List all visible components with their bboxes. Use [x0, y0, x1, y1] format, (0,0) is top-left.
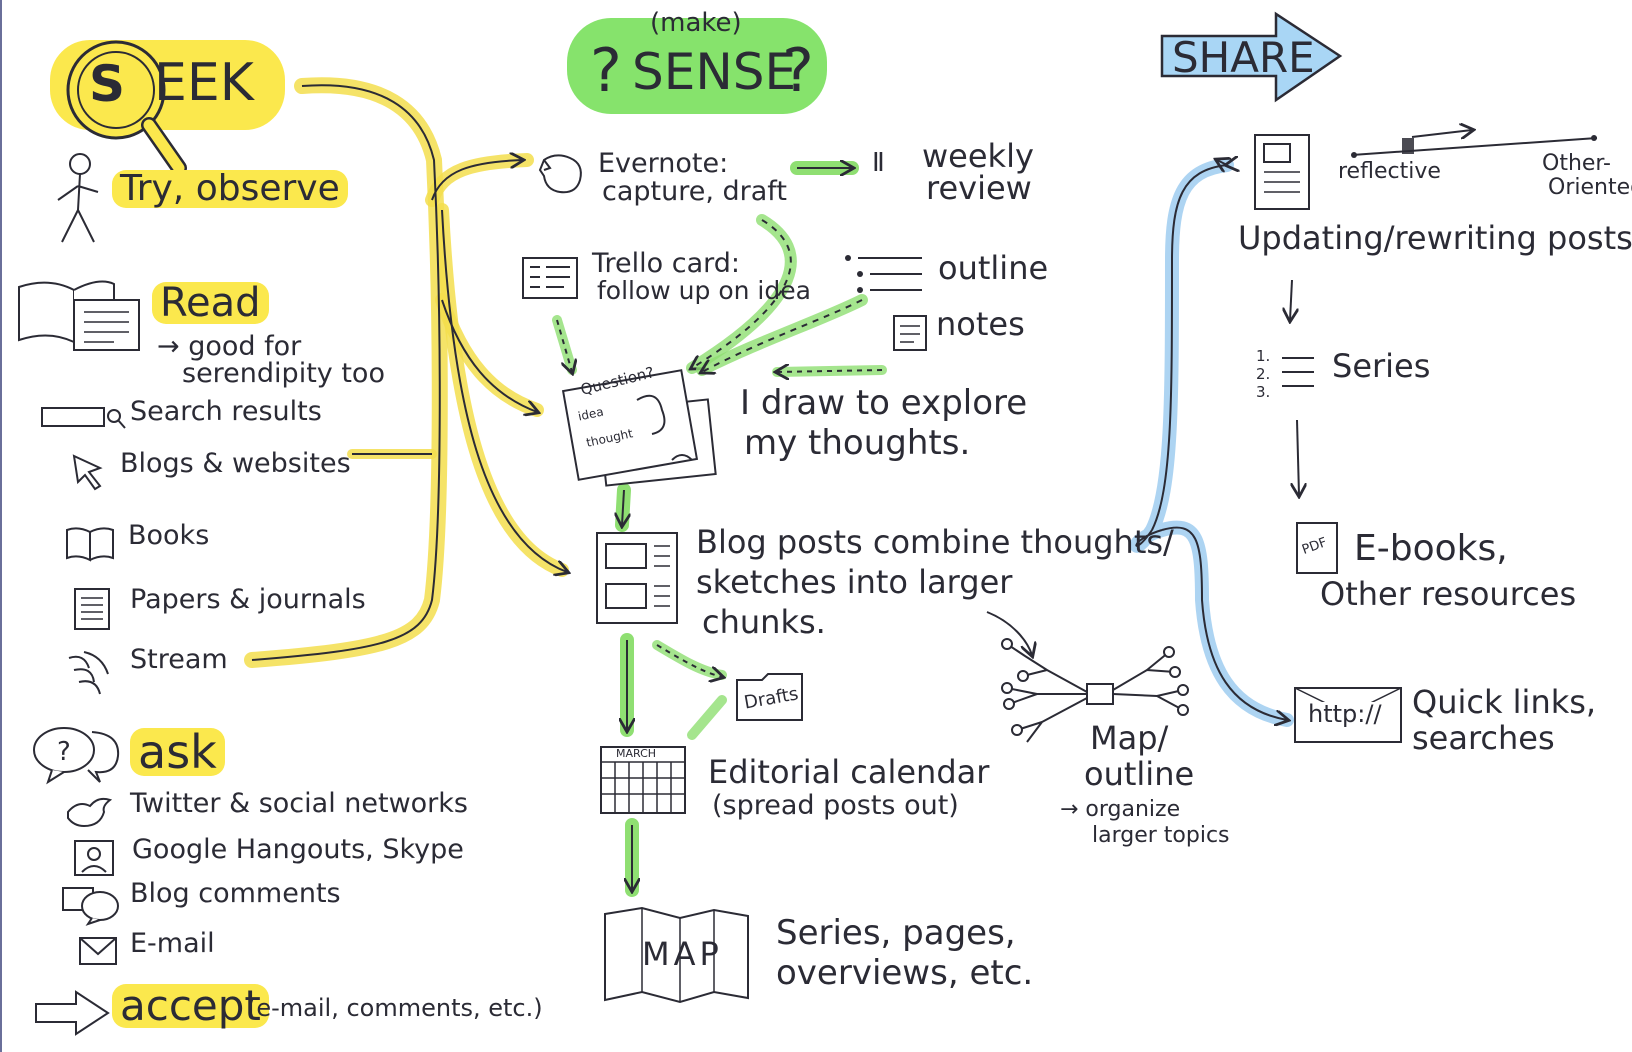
notes-icon [893, 315, 927, 351]
other-oriented-line2: Oriented [1548, 175, 1632, 200]
map-outline-line3: → organize [1060, 797, 1181, 822]
numbered-list-icon [1282, 357, 1314, 387]
series-pages-line1: Series, pages, [776, 913, 1016, 953]
calendar-header-label: MARCH [616, 747, 657, 760]
mind-map-icon [1001, 638, 1189, 743]
seek-flow-arrows [244, 77, 567, 668]
folder-icon [736, 673, 803, 721]
sense-flow-arrows [552, 168, 1032, 897]
video-call-icon [74, 840, 114, 876]
draw-label-line1: I draw to explore [740, 383, 1028, 423]
envelope-icon [79, 937, 117, 965]
seek-title: EEK [154, 53, 254, 113]
post-page-icon [1254, 134, 1310, 210]
blog-posts-line3: chunks. [702, 603, 826, 641]
accept-note: (e-mail, comments, etc.) [247, 994, 543, 1022]
search-box-icon [41, 407, 126, 429]
draw-label-line2: my thoughts. [744, 423, 971, 463]
question-mark-icon-right: ? [782, 36, 814, 106]
read-note-line2: serendipity too [182, 358, 385, 389]
other-oriented-line1: Other- [1542, 151, 1611, 176]
books-label: Books [128, 520, 210, 551]
card-icon [522, 257, 578, 299]
blog-comments-label: Blog comments [130, 878, 341, 909]
sense-title: SENSE [632, 43, 797, 101]
blog-posts-line2: sketches into larger [696, 563, 1013, 601]
trello-label-line1: Trello card: [592, 248, 740, 279]
sense-title-prefix: (make) [650, 8, 742, 38]
papers-journals-label: Papers & journals [130, 584, 366, 615]
pdf-icon [1296, 522, 1338, 574]
blog-page-icon [596, 532, 678, 624]
question-mark-icon: ? [590, 36, 622, 106]
speech-bubbles-icon: ? [33, 727, 120, 785]
person-icon [57, 153, 99, 243]
stream-icon [68, 651, 109, 695]
book-icon [66, 527, 114, 562]
quick-links-line1: Quick links, [1412, 683, 1597, 721]
elephant-icon [538, 154, 582, 194]
evernote-label-line2: capture, draft [602, 176, 787, 207]
weekly-review-line1: weekly [922, 137, 1034, 175]
comment-icon [62, 887, 119, 926]
outline-label: outline [938, 249, 1049, 287]
try-observe-label: Try, observe [112, 170, 348, 208]
roman-two-icon: Ⅱ [872, 148, 885, 178]
sense-title-highlight [567, 18, 827, 114]
read-note-line1: → good for [157, 331, 302, 362]
share-flow-arrows [1129, 130, 1598, 720]
sketch-cards-icon [562, 369, 717, 487]
list-icon [845, 255, 922, 293]
series-number-2: 2. [1256, 365, 1271, 383]
series-number-3: 3. [1256, 383, 1271, 401]
share-title: SHARE [1172, 33, 1315, 82]
blog-posts-line1: Blog posts combine thoughts/ [696, 523, 1174, 561]
arrow-right-icon [35, 990, 110, 1036]
blogs-websites-label: Blogs & websites [120, 448, 351, 479]
stream-label: Stream [130, 644, 228, 675]
calendar-icon [600, 746, 686, 814]
series-number-1: 1. [1256, 347, 1271, 365]
share-arrow-icon [1160, 11, 1343, 103]
map-outline-line4: larger topics [1092, 823, 1230, 848]
series-label: Series [1332, 347, 1431, 385]
quick-links-line2: searches [1412, 719, 1555, 757]
ask-title: ask [130, 728, 225, 776]
editorial-calendar-line2: (spread posts out) [712, 790, 959, 821]
map-label: MAP [642, 935, 723, 973]
twitter-label: Twitter & social networks [130, 788, 468, 819]
accept-title: accept [112, 983, 269, 1029]
paper-icon [74, 588, 110, 630]
map-outline-line2: outline [1084, 755, 1195, 793]
notes-label: notes [936, 305, 1025, 343]
updating-posts-label: Updating/rewriting posts [1238, 219, 1632, 257]
editorial-calendar-line1: Editorial calendar [708, 753, 990, 791]
read-label: Read [152, 282, 269, 324]
map-outline-line1: Map/ [1090, 719, 1169, 757]
evernote-label-line1: Evernote: [598, 148, 729, 179]
seek-title-letter: S [89, 55, 126, 113]
hangouts-label: Google Hangouts, Skype [132, 834, 464, 865]
svg-text:?: ? [57, 737, 71, 767]
series-pages-line2: overviews, etc. [776, 953, 1034, 993]
map-icon [604, 906, 749, 1004]
weekly-review-line2: review [926, 169, 1032, 207]
ebooks-line2: Other resources [1320, 575, 1577, 613]
http-label: http:// [1308, 700, 1382, 728]
search-results-label: Search results [130, 396, 322, 427]
bird-icon [67, 797, 113, 828]
reflective-label: reflective [1338, 159, 1441, 184]
cursor-icon [72, 454, 103, 491]
email-label: E-mail [130, 928, 215, 959]
trello-label-line2: follow up on idea [597, 276, 811, 305]
ebooks-line1: E-books, [1354, 528, 1508, 569]
open-book-icon [18, 280, 140, 351]
magnifier-icon [66, 40, 187, 176]
